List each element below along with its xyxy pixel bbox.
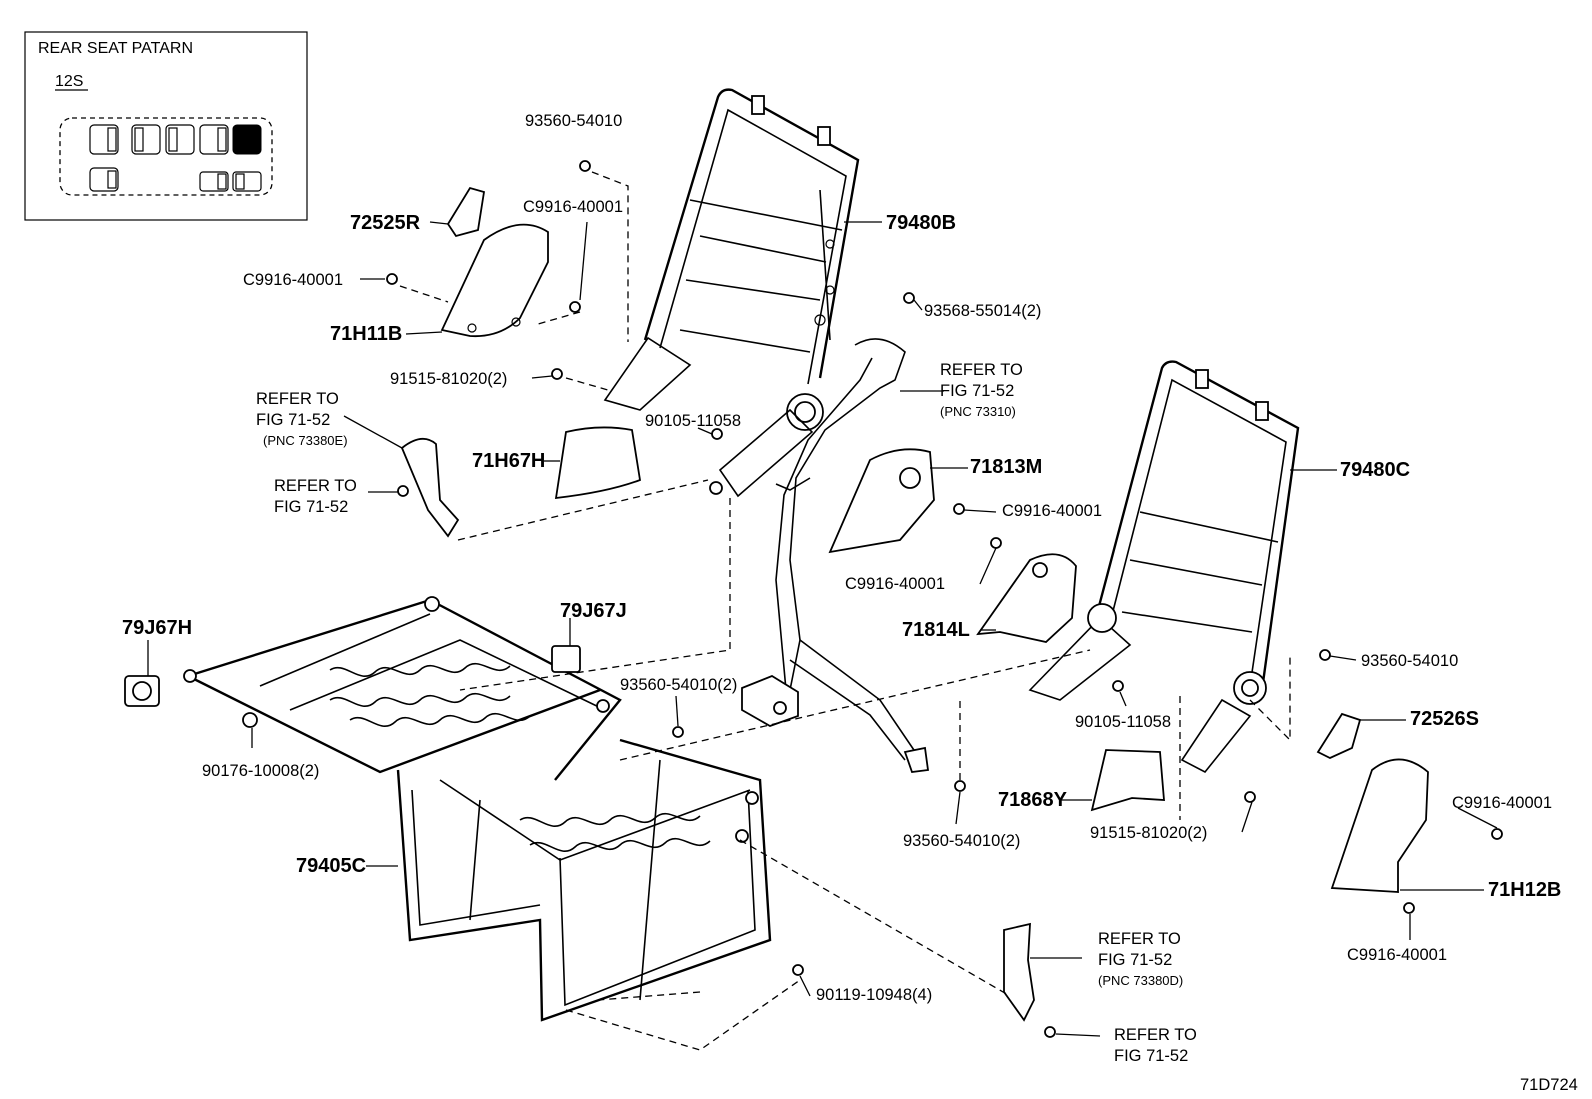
buckle-73380E (400, 438, 460, 538)
leader-lines (147, 221, 1498, 1037)
ref-e-line1: REFER TO (1114, 1026, 1197, 1044)
label-93560-mid2: 93560-54010(2) (620, 676, 737, 694)
label-93560-bottom2: 93560-54010(2) (903, 832, 1020, 850)
label-90105-right: 90105-11058 (1075, 713, 1171, 731)
label-93560-top: 93560-54010 (525, 112, 622, 130)
ref-c-pnc: (PNC 73310) (940, 404, 1016, 419)
legend-title: REAR SEAT PATARN (38, 40, 193, 57)
label-90105-left: 90105-11058 (645, 412, 741, 430)
hinge-cover-71H11B (440, 223, 549, 338)
label-c9916-c: C9916-40001 (1002, 502, 1102, 520)
seat-pattern-legend: REAR SEAT PATARN 12S (24, 31, 308, 221)
seatback-frame-79480B (603, 88, 860, 498)
label-79J67H: 79J67H (122, 617, 192, 639)
assembly-guide-lines (399, 171, 1291, 1051)
label-c9916-e: C9916-40001 (1452, 794, 1552, 812)
hinge-cover-71H12B (1330, 758, 1429, 893)
label-71814L: 71814L (902, 619, 970, 641)
label-91515-left: 91515-81020(2) (390, 370, 507, 388)
reference-callouts: REFER TO FIG 71-52 (PNC 73380E) REFER TO… (256, 361, 1197, 1065)
ref-c-line1: REFER TO (940, 361, 1023, 379)
label-93568: 93568-55014(2) (924, 302, 1041, 320)
label-c9916-d: C9916-40001 (845, 575, 945, 593)
label-79480B: 79480B (886, 212, 956, 234)
label-c9916-a: C9916-40001 (523, 198, 623, 216)
legend-highlighted-seat (232, 124, 262, 155)
cover-71813M (828, 448, 935, 554)
ref-a-line2: FIG 71-52 (256, 411, 330, 429)
fasteners (242, 160, 1503, 1038)
label-71H12B: 71H12B (1488, 879, 1561, 901)
label-90119: 90119-10948(4) (816, 986, 932, 1004)
ref-a-pnc: (PNC 73380E) (263, 433, 348, 448)
ref-d-line1: REFER TO (1098, 930, 1181, 948)
ref-d-pnc: (PNC 73380D) (1098, 973, 1183, 988)
label-71813M: 71813M (970, 456, 1042, 478)
label-79J67J: 79J67J (560, 600, 627, 622)
cover-72526S (1316, 712, 1362, 759)
label-79480C: 79480C (1340, 459, 1410, 481)
buckle-73380D (1003, 922, 1035, 1022)
part-labels: 93560-54010 72525R C9916-40001 C9916-400… (122, 112, 1561, 1004)
label-c9916-f: C9916-40001 (1347, 946, 1447, 964)
ref-c-line2: FIG 71-52 (940, 382, 1014, 400)
ref-e-line2: FIG 71-52 (1114, 1047, 1188, 1065)
cover-71H67H (554, 426, 642, 500)
seatback-frame-79480C (1028, 360, 1300, 774)
label-71868Y: 71868Y (998, 789, 1068, 811)
ref-b-line1: REFER TO (274, 477, 357, 495)
label-79405C: 79405C (296, 855, 366, 877)
legend-seat-grid (89, 124, 262, 192)
label-72525R: 72525R (350, 212, 421, 234)
bracket-79J67H (124, 675, 160, 707)
bracket-79J67J (551, 645, 581, 673)
label-72526S: 72526S (1410, 708, 1479, 730)
label-71H11B: 71H11B (330, 323, 402, 345)
seatbelt-assembly-73310 (741, 338, 930, 773)
cover-71814L (976, 553, 1077, 643)
label-91515-right: 91515-81020(2) (1090, 824, 1207, 842)
figure-id: 71D724 (1520, 1076, 1578, 1094)
legend-seat-config: 12S (55, 73, 83, 90)
seat-cushion-frame-79405C (183, 596, 772, 1022)
ref-d-line2: FIG 71-52 (1098, 951, 1172, 969)
label-71H67H: 71H67H (472, 450, 545, 472)
label-93560-right: 93560-54010 (1361, 652, 1458, 670)
label-90176: 90176-10008(2) (202, 762, 319, 780)
cover-71868Y (1090, 749, 1165, 812)
cover-72525R (446, 186, 486, 238)
ref-a-line1: REFER TO (256, 390, 339, 408)
label-c9916-b: C9916-40001 (243, 271, 343, 289)
ref-b-line2: FIG 71-52 (274, 498, 348, 516)
